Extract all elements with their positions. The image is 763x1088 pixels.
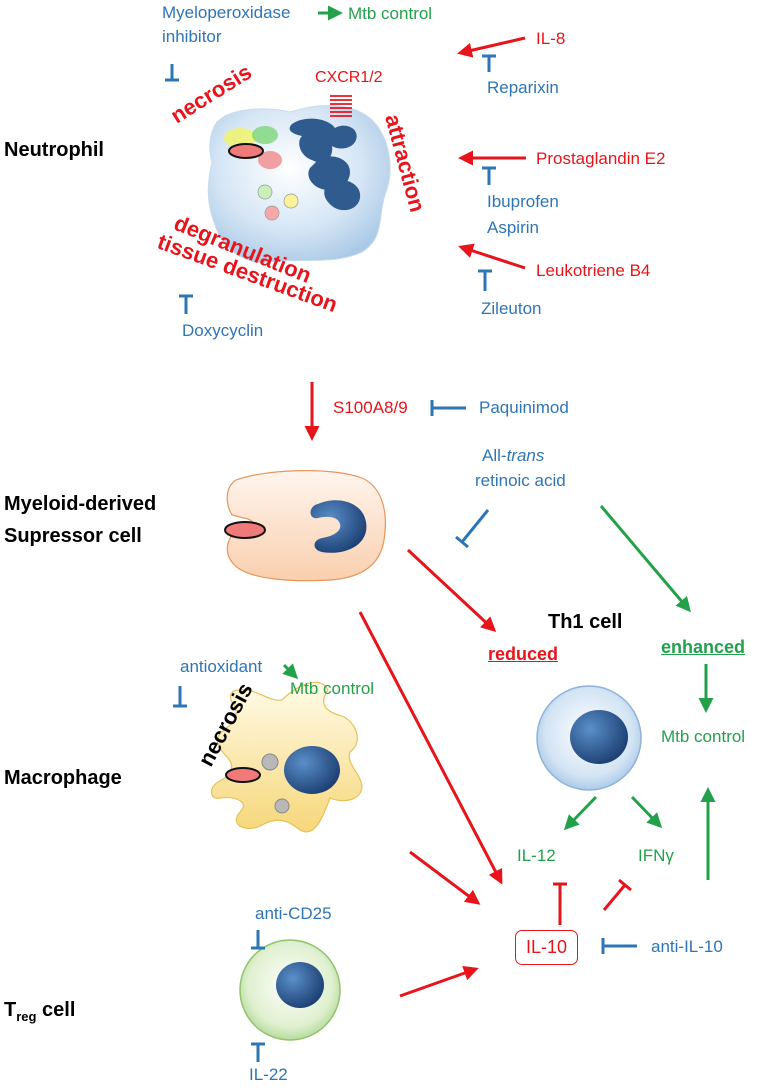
neutrophil-ellipse-mark [228, 143, 264, 159]
arrow-macrophage-to-il10 [409, 850, 481, 905]
macrophage-cell [210, 681, 363, 833]
inhibit-ibuprofen [482, 166, 496, 185]
outcome-reduced: reduced [488, 644, 559, 664]
label-mdsc-line1: Myeloid-derived [4, 493, 157, 515]
outcome-mtb-control-th1: Mtb control [661, 727, 746, 746]
inhibit-antioxidant [173, 686, 187, 708]
mediator-pge2: Prostaglandin E2 [536, 149, 666, 168]
drug-atra-line2: retinoic acid [475, 471, 566, 490]
mdsc-ellipse-mark [224, 521, 266, 539]
drug-zileuton: Zileuton [481, 299, 542, 318]
mediator-s100: S100A8/9 [333, 398, 408, 417]
granule-red [258, 151, 282, 169]
arrow-ltb4 [458, 243, 526, 270]
inhibit-il22 [251, 1042, 265, 1062]
label-macrophage: Macrophage [4, 767, 122, 789]
neutrophil-nucleus-lobe [289, 118, 357, 163]
label-neutrophil: Neutrophil [4, 139, 104, 161]
macrophage-ellipse-mark [225, 767, 261, 783]
treg-cell [239, 939, 341, 1041]
arrow-antioxidant-to-mtb [282, 663, 299, 680]
inhibit-il10-ifng [602, 878, 632, 911]
neutrophil-nucleus-lobe [324, 179, 361, 211]
drug-reparixin: Reparixin [487, 78, 559, 97]
cxcr-receptor [330, 95, 352, 117]
drug-mpo-line2: inhibitor [162, 27, 222, 46]
arrow-th1-to-il12 [563, 795, 598, 831]
inhibit-doxycyclin [179, 294, 193, 314]
mediator-il8: IL-8 [536, 29, 566, 48]
inhibit-il10-il12 [553, 882, 567, 925]
mdsc-cell [224, 470, 386, 582]
outcome-mtb-control-mac: Mtb control [290, 679, 375, 698]
inhibit-zileuton [478, 269, 492, 291]
label-treg: Treg cell [4, 999, 76, 1024]
drug-paquinimod: Paquinimod [479, 398, 569, 417]
drug-ibuprofen: Ibuprofen [487, 192, 559, 211]
inhibit-reparixin [482, 54, 496, 72]
mediator-ifng: IFNγ [638, 846, 674, 865]
arrow-mdsc-to-il10 [358, 611, 503, 885]
arrow-th1-to-ifng [630, 795, 663, 829]
label-th1: Th1 cell [548, 611, 623, 633]
mediator-ltb4: Leukotriene B4 [536, 261, 651, 280]
granule-green [252, 126, 278, 144]
mediator-il10-box: IL-10 [515, 930, 579, 965]
mdsc-nucleus [310, 500, 367, 553]
arrow-atra-to-enhanced [599, 505, 691, 613]
granule-yellow [224, 128, 256, 148]
th1-cell [536, 685, 642, 791]
treg-nucleus [276, 962, 324, 1008]
drug-anti-il10: anti-IL-10 [651, 937, 723, 956]
inhibit-atra [455, 509, 490, 549]
drug-doxycyclin: Doxycyclin [182, 321, 264, 340]
label-mdsc-line2: Supressor cell [4, 525, 142, 547]
outcome-enhanced: enhanced [661, 637, 746, 657]
mediator-il12: IL-12 [517, 846, 556, 865]
drug-aspirin: Aspirin [487, 218, 539, 237]
inhibit-anti-il10 [601, 938, 637, 954]
drug-anti-cd25: anti-CD25 [255, 904, 332, 923]
arrow-mdsc-to-reduced [406, 548, 497, 633]
inhibit-anti-cd25 [251, 930, 265, 950]
drug-mpo-line1: Myeloperoxidase [162, 3, 291, 22]
drug-antioxidant: antioxidant [180, 657, 263, 676]
arrow-il8 [457, 36, 526, 58]
outcome-mtb-control-top: Mtb control [348, 4, 433, 23]
label-cxcr: CXCR1/2 [315, 69, 383, 86]
drug-atra-line1: All-trans [482, 446, 545, 465]
inhibit-mpo [165, 64, 179, 82]
inhibit-paquinimod [430, 400, 466, 416]
arrow-treg-to-il10 [399, 965, 479, 998]
th1-nucleus [570, 710, 628, 764]
drug-il22: IL-22 [249, 1065, 288, 1084]
neutrophil-cell [207, 95, 391, 264]
macrophage-nucleus [284, 746, 340, 794]
